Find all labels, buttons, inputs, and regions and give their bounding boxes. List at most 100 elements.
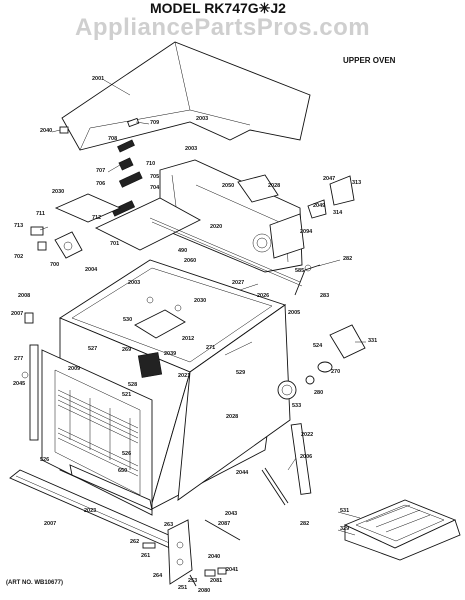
art-number: (ART NO. WB10677) bbox=[6, 580, 64, 586]
callout-314: 314 bbox=[333, 210, 343, 216]
callout-701: 701 bbox=[110, 241, 119, 247]
callout-280: 280 bbox=[314, 390, 323, 396]
callout-526b: 526 bbox=[122, 451, 131, 457]
callout-2020: 2020 bbox=[210, 224, 222, 230]
callout-2003b: 2003 bbox=[185, 146, 197, 152]
callout-263: 263 bbox=[164, 522, 173, 528]
callout-708: 708 bbox=[108, 136, 117, 142]
callout-2044: 2044 bbox=[236, 470, 249, 476]
callout-2006: 2006 bbox=[300, 454, 312, 460]
callout-705: 705 bbox=[150, 174, 159, 180]
callout-2040b: 2040 bbox=[208, 554, 220, 560]
callout-2005: 2005 bbox=[288, 310, 300, 316]
callout-2030b: 2030 bbox=[194, 298, 206, 304]
rear-duct-part bbox=[159, 159, 303, 273]
callout-2050: 2050 bbox=[222, 183, 234, 189]
callout-2023: 2023 bbox=[84, 508, 96, 514]
callout-524: 524 bbox=[313, 343, 323, 349]
left-trim-strip bbox=[21, 312, 39, 441]
callout-2087: 2087 bbox=[218, 521, 230, 527]
callout-282: 282 bbox=[343, 256, 352, 262]
callout-702: 702 bbox=[14, 254, 23, 260]
callout-521: 521 bbox=[122, 392, 131, 398]
callout-529: 529 bbox=[236, 370, 245, 376]
callout-261: 261 bbox=[141, 553, 150, 559]
callout-labels: 2001 2003 2040 709 708 2003 707 710 706 … bbox=[11, 76, 377, 594]
callout-2003: 2003 bbox=[196, 116, 208, 122]
callout-585: 585 bbox=[295, 268, 304, 274]
callout-271: 271 bbox=[206, 345, 215, 351]
callout-264: 264 bbox=[153, 573, 163, 579]
leader-lines bbox=[39, 79, 366, 536]
callout-2007: 2007 bbox=[11, 311, 23, 317]
callout-2004: 2004 bbox=[85, 267, 98, 273]
callout-331: 331 bbox=[368, 338, 377, 344]
callout-712: 712 bbox=[92, 215, 101, 221]
callout-530: 530 bbox=[123, 317, 132, 323]
callout-2026: 2026 bbox=[257, 293, 269, 299]
callout-711: 711 bbox=[36, 211, 45, 217]
callout-2039: 2039 bbox=[164, 351, 176, 357]
callout-329: 329 bbox=[340, 526, 349, 532]
callout-650: 650 bbox=[118, 468, 127, 474]
callout-2009: 2009 bbox=[68, 366, 80, 372]
callout-2027: 2027 bbox=[232, 280, 244, 286]
callout-527: 527 bbox=[88, 346, 97, 352]
bottom-kickplate bbox=[9, 464, 289, 549]
callout-2041: 2041 bbox=[226, 567, 238, 573]
callout-2028b: 2028 bbox=[226, 414, 238, 420]
callout-253: 253 bbox=[188, 578, 197, 584]
diagram-title: MODEL RK747G✳J2 bbox=[150, 0, 286, 16]
callout-2080: 2080 bbox=[198, 588, 210, 594]
callout-2094: 2094 bbox=[300, 229, 313, 235]
top-clips-part bbox=[59, 117, 143, 217]
oven-racks bbox=[57, 389, 139, 477]
callout-700: 700 bbox=[50, 262, 59, 268]
callout-2030: 2030 bbox=[52, 189, 64, 195]
callout-2001: 2001 bbox=[92, 76, 104, 82]
callout-283: 283 bbox=[320, 293, 329, 299]
callout-704: 704 bbox=[150, 185, 160, 191]
callout-2021: 2021 bbox=[178, 373, 190, 379]
section-label: UPPER OVEN bbox=[343, 56, 396, 65]
callout-313: 313 bbox=[352, 180, 361, 186]
callout-713: 713 bbox=[14, 223, 23, 229]
callout-2043: 2043 bbox=[225, 511, 237, 517]
callout-2081: 2081 bbox=[210, 578, 222, 584]
callout-251: 251 bbox=[178, 585, 187, 591]
callout-528: 528 bbox=[128, 382, 137, 388]
callout-709: 709 bbox=[150, 120, 159, 126]
door-hinge-parts bbox=[142, 519, 227, 587]
callout-526: 526 bbox=[40, 457, 49, 463]
callout-2045: 2045 bbox=[13, 381, 25, 387]
callout-2040: 2040 bbox=[40, 128, 52, 134]
callout-707: 707 bbox=[96, 168, 105, 174]
top-cover-part bbox=[61, 41, 311, 151]
callout-2012: 2012 bbox=[182, 336, 194, 342]
broiler-pan bbox=[343, 499, 461, 561]
callout-277: 277 bbox=[14, 356, 23, 362]
callout-2022: 2022 bbox=[301, 432, 313, 438]
upper-heater-assembly bbox=[54, 193, 303, 287]
callout-282b: 282 bbox=[300, 521, 309, 527]
callout-262: 262 bbox=[130, 539, 139, 545]
callout-533: 533 bbox=[292, 403, 301, 409]
watermark: AppliancePartsPros.com bbox=[75, 14, 371, 41]
callout-2049: 2049 bbox=[313, 203, 325, 209]
callout-710: 710 bbox=[146, 161, 155, 167]
callout-270: 270 bbox=[331, 369, 340, 375]
left-bracket-parts bbox=[30, 226, 83, 259]
callout-2028: 2028 bbox=[268, 183, 280, 189]
callout-490: 490 bbox=[178, 248, 187, 254]
callout-706: 706 bbox=[96, 181, 105, 187]
oven-cabinet bbox=[41, 259, 291, 516]
right-control-parts bbox=[269, 175, 366, 495]
callout-2008: 2008 bbox=[18, 293, 30, 299]
callout-2060: 2060 bbox=[184, 258, 196, 264]
callout-2003c: 2003 bbox=[128, 280, 140, 286]
callout-531: 531 bbox=[340, 508, 349, 514]
callout-269: 269 bbox=[122, 347, 131, 353]
callout-2007b: 2007 bbox=[44, 521, 56, 527]
callout-2047: 2047 bbox=[323, 176, 335, 182]
